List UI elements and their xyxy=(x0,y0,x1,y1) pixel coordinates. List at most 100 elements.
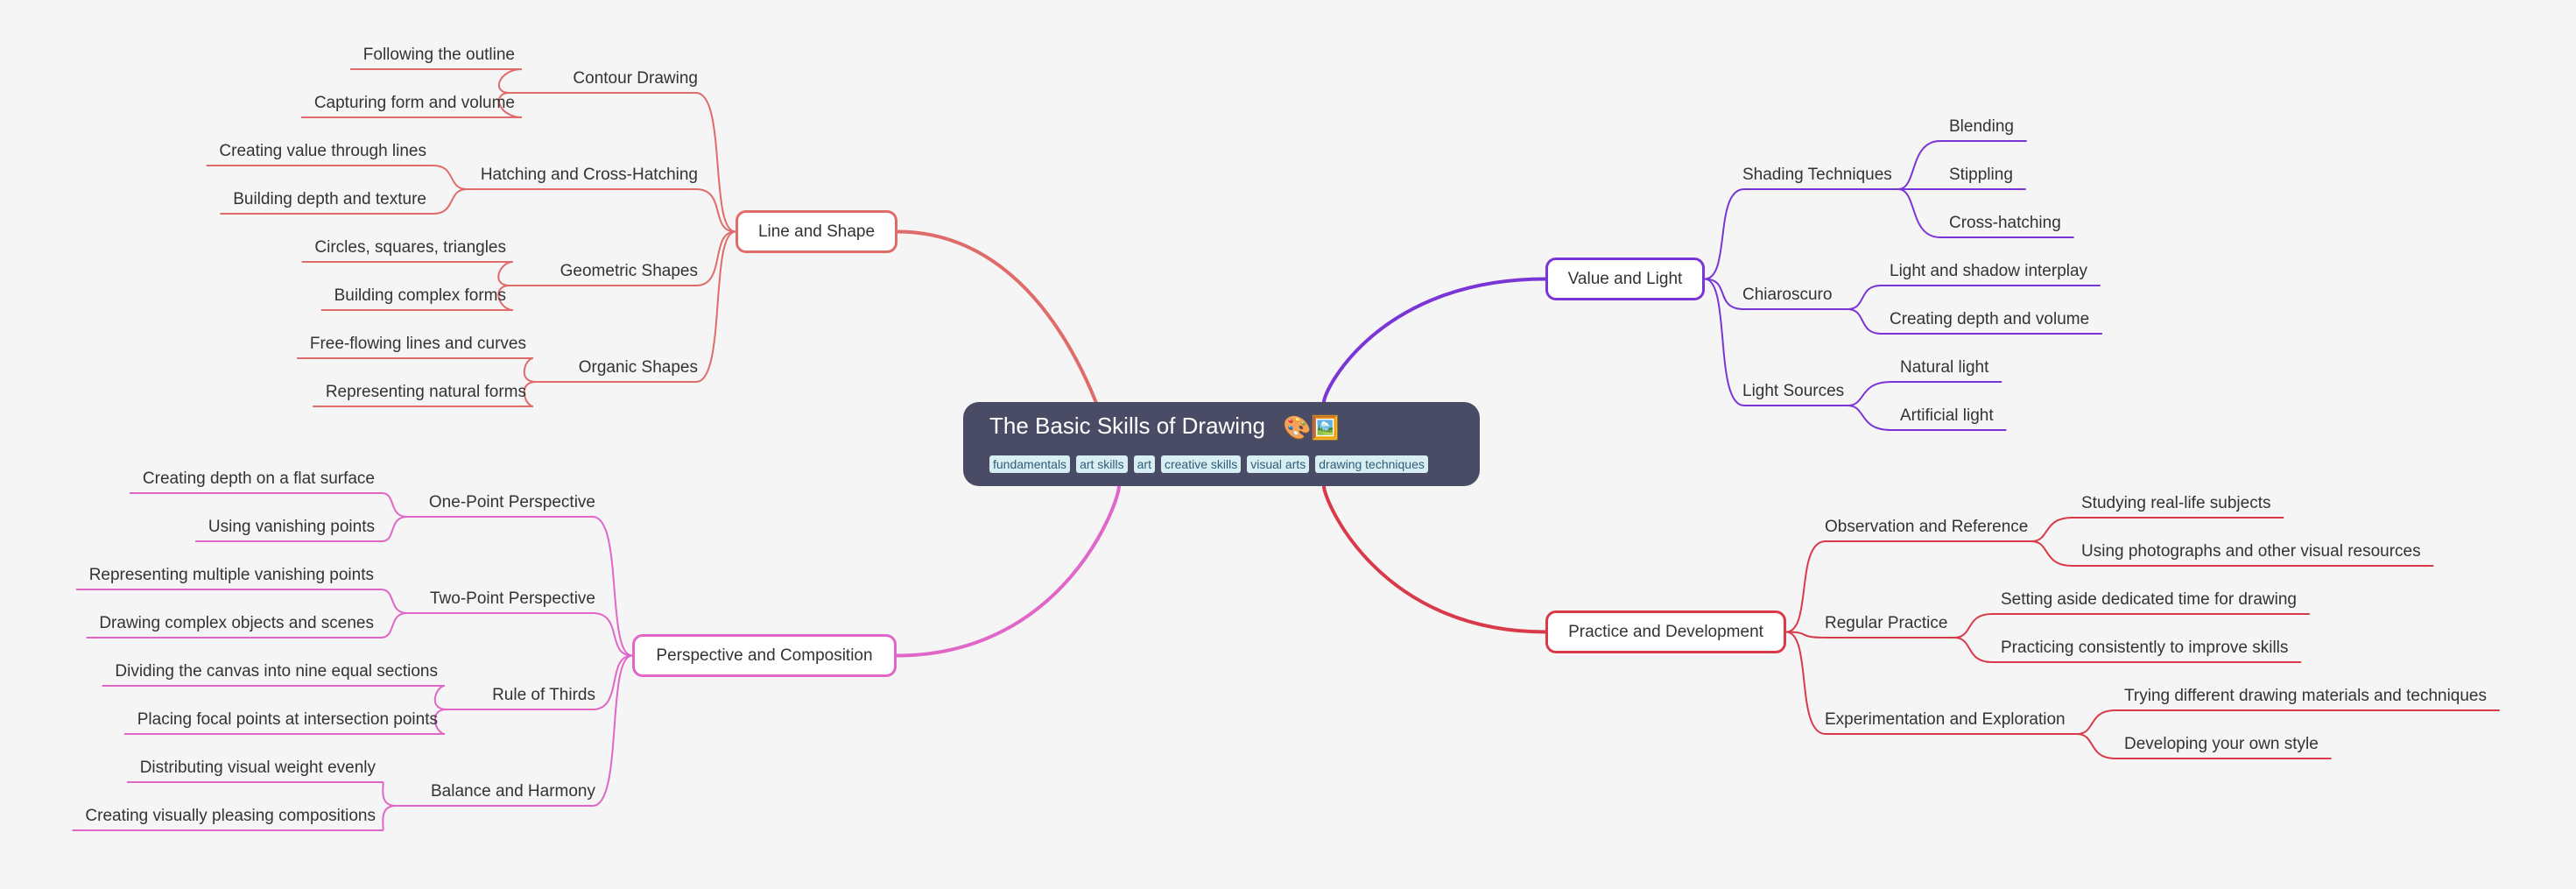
tag[interactable]: visual arts xyxy=(1247,455,1310,473)
leaf-connector xyxy=(320,285,514,311)
tag[interactable]: art skills xyxy=(1076,455,1128,473)
leaf-connector xyxy=(1847,285,2101,310)
topic-one-point-perspective[interactable]: One-Point Perspective xyxy=(428,493,595,512)
topic-organic-shapes[interactable]: Organic Shapes xyxy=(578,358,698,377)
leaf-connector xyxy=(301,261,514,286)
leaf-connector xyxy=(312,381,537,407)
leaf-connector xyxy=(72,805,397,831)
leaf-connector xyxy=(2031,540,2434,567)
leaf-item[interactable]: Building depth and texture xyxy=(233,190,426,208)
leaf-item[interactable]: Light and shadow interplay xyxy=(1890,262,2088,280)
leaf-item[interactable]: Studying real-life subjects xyxy=(2081,494,2271,512)
leaf-connector xyxy=(349,68,523,94)
leaf-item[interactable]: Using photographs and other visual resou… xyxy=(2081,542,2421,561)
leaf-item[interactable]: Creating depth and volume xyxy=(1890,310,2090,328)
topic-geometric-shapes[interactable]: Geometric Shapes xyxy=(560,262,698,280)
topic-contour-drawing[interactable]: Contour Drawing xyxy=(573,69,698,88)
topic-connector xyxy=(1704,188,1899,280)
leaf-item[interactable]: Blending xyxy=(1949,117,2014,136)
leaf-connector xyxy=(296,357,537,383)
leaf-item[interactable]: Developing your own style xyxy=(2124,735,2319,753)
topic-connector xyxy=(1785,540,2032,633)
topic-rule-of-thirds[interactable]: Rule of Thirds xyxy=(492,686,595,704)
leaf-item[interactable]: Cross-hatching xyxy=(1949,214,2061,232)
topic-experimentation-and-exploration[interactable]: Experimentation and Exploration xyxy=(1825,710,2066,729)
leaf-connector xyxy=(2076,709,2501,735)
root-node[interactable]: The Basic Skills of Drawing 🎨🖼️ fundamen… xyxy=(963,402,1480,486)
tag[interactable]: drawing techniques xyxy=(1315,455,1428,473)
topic-hatching-and-cross-hatching[interactable]: Hatching and Cross-Hatching xyxy=(480,166,698,184)
topic-connector xyxy=(1704,278,1848,310)
palette-picture-icon: 🎨🖼️ xyxy=(1283,414,1340,441)
leaf-item[interactable]: Distributing visual weight evenly xyxy=(139,758,376,777)
topic-connector xyxy=(1704,278,1848,406)
tag[interactable]: art xyxy=(1133,455,1155,473)
topic-connector xyxy=(1785,631,2078,735)
root-title: The Basic Skills of Drawing xyxy=(989,413,1265,439)
tag[interactable]: creative skills xyxy=(1160,455,1242,473)
topic-connector xyxy=(446,654,633,710)
leaf-connector xyxy=(2031,517,2284,542)
topic-connector xyxy=(406,516,633,657)
leaf-item[interactable]: Drawing complex objects and scenes xyxy=(99,614,374,632)
branch-connector xyxy=(1322,277,1547,404)
topic-connector xyxy=(1785,631,1955,639)
leaf-connector xyxy=(1847,308,2103,335)
leaf-item[interactable]: Capturing form and volume xyxy=(313,94,515,112)
leaf-item[interactable]: Dividing the canvas into nine equal sect… xyxy=(115,662,438,681)
leaf-connector xyxy=(1847,405,2007,431)
branch-line-and-shape[interactable]: Line and Shape xyxy=(735,210,897,253)
leaf-item[interactable]: Representing natural forms xyxy=(325,383,526,401)
leaf-connector xyxy=(2076,733,2332,759)
tag[interactable]: fundamentals xyxy=(989,455,1071,473)
leaf-item[interactable]: Following the outline xyxy=(362,46,515,64)
leaf-connector xyxy=(220,188,468,215)
leaf-item[interactable]: Setting aside dedicated time for drawing xyxy=(2001,590,2297,609)
leaf-item[interactable]: Representing multiple vanishing points xyxy=(88,566,374,584)
root-tags: fundamentals art skills art creative ski… xyxy=(989,455,1428,473)
leaf-connector xyxy=(1847,381,2002,406)
leaf-item[interactable]: Artificial light xyxy=(1900,406,1994,425)
branch-perspective-and-composition[interactable]: Perspective and Composition xyxy=(632,634,897,677)
leaf-item[interactable]: Free-flowing lines and curves xyxy=(309,335,526,353)
leaf-item[interactable]: Trying different drawing materials and t… xyxy=(2124,687,2488,705)
topic-observation-and-reference[interactable]: Observation and Reference xyxy=(1825,518,2029,536)
leaf-connector xyxy=(206,165,468,190)
topic-connector xyxy=(406,612,633,657)
leaf-item[interactable]: Creating value through lines xyxy=(219,142,426,160)
topic-chiaroscuro[interactable]: Chiaroscuro xyxy=(1742,286,1833,304)
branch-connector xyxy=(895,484,1121,658)
leaf-connector xyxy=(300,92,523,118)
leaf-item[interactable]: Practicing consistently to improve skill… xyxy=(2001,639,2289,657)
topic-connector xyxy=(535,230,736,383)
topic-light-sources[interactable]: Light Sources xyxy=(1742,382,1845,400)
leaf-item[interactable]: Stippling xyxy=(1949,166,2013,184)
topic-two-point-perspective[interactable]: Two-Point Perspective xyxy=(429,589,595,608)
leaf-item[interactable]: Natural light xyxy=(1900,358,1989,377)
topic-connector xyxy=(395,654,633,807)
topic-connector xyxy=(509,230,736,286)
topic-regular-practice[interactable]: Regular Practice xyxy=(1825,614,1948,632)
leaf-connector xyxy=(126,781,397,807)
leaf-connector xyxy=(1897,140,2027,190)
branch-value-and-light[interactable]: Value and Light xyxy=(1545,258,1705,300)
leaf-connector xyxy=(1953,613,2310,639)
leaf-item[interactable]: Placing focal points at intersection poi… xyxy=(137,710,438,729)
leaf-connector xyxy=(1953,637,2302,663)
leaf-connector xyxy=(1897,188,2074,238)
topic-connector xyxy=(509,92,736,233)
topic-balance-and-harmony[interactable]: Balance and Harmony xyxy=(431,782,595,801)
leaf-connector xyxy=(102,685,447,710)
leaf-item[interactable]: Creating depth on a flat surface xyxy=(142,469,375,488)
leaf-item[interactable]: Using vanishing points xyxy=(208,518,375,536)
leaf-item[interactable]: Creating visually pleasing compositions xyxy=(85,807,376,825)
branch-practice-and-development[interactable]: Practice and Development xyxy=(1545,610,1786,653)
leaf-connector xyxy=(129,492,408,518)
leaf-connector xyxy=(194,516,408,542)
topic-shading-techniques[interactable]: Shading Techniques xyxy=(1742,166,1892,184)
leaf-item[interactable]: Circles, squares, triangles xyxy=(314,238,506,257)
leaf-connector xyxy=(75,589,408,614)
leaf-item[interactable]: Building complex forms xyxy=(334,286,506,305)
